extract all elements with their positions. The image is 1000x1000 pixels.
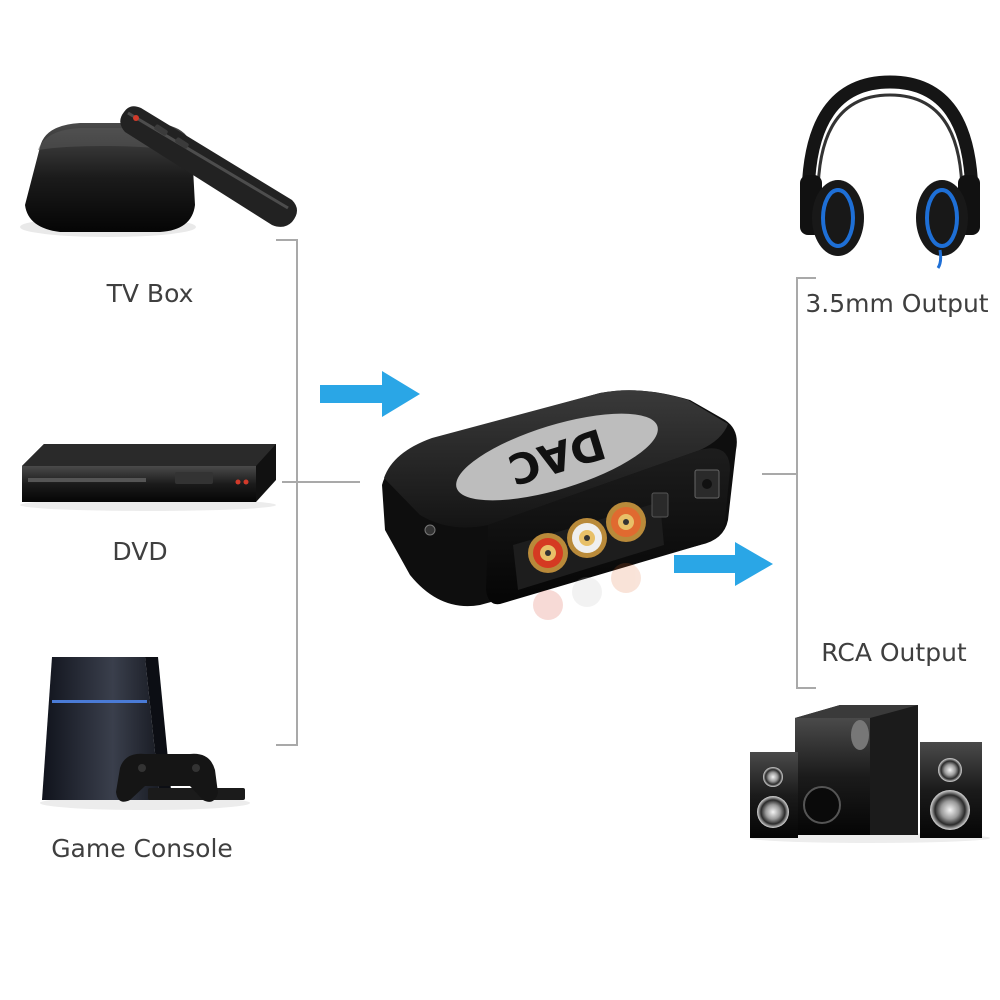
output-bracket bbox=[762, 277, 816, 689]
tv-box-label: TV Box bbox=[106, 279, 194, 308]
dvd-player-image bbox=[20, 444, 276, 511]
output-arrow-icon bbox=[674, 542, 773, 586]
remote-control bbox=[120, 106, 297, 227]
speaker-system-image bbox=[750, 705, 990, 843]
dvd-label: DVD bbox=[112, 537, 167, 566]
optical-port bbox=[651, 492, 669, 518]
tv-box-image bbox=[20, 106, 297, 237]
input-bracket bbox=[276, 239, 360, 746]
headphones-image bbox=[800, 75, 980, 269]
game-console-image bbox=[40, 657, 250, 810]
rca-jack-coax bbox=[606, 502, 646, 542]
input-arrow-icon bbox=[320, 371, 420, 417]
game-console-label: Game Console bbox=[51, 834, 233, 863]
camera-bar bbox=[148, 788, 245, 800]
dac-device-image: DAC bbox=[382, 390, 737, 620]
rca-jack-white bbox=[567, 518, 607, 558]
rca-jack-red bbox=[528, 533, 568, 573]
output-3-5mm-label: 3.5mm Output bbox=[805, 289, 988, 318]
output-rca-label: RCA Output bbox=[821, 638, 967, 667]
